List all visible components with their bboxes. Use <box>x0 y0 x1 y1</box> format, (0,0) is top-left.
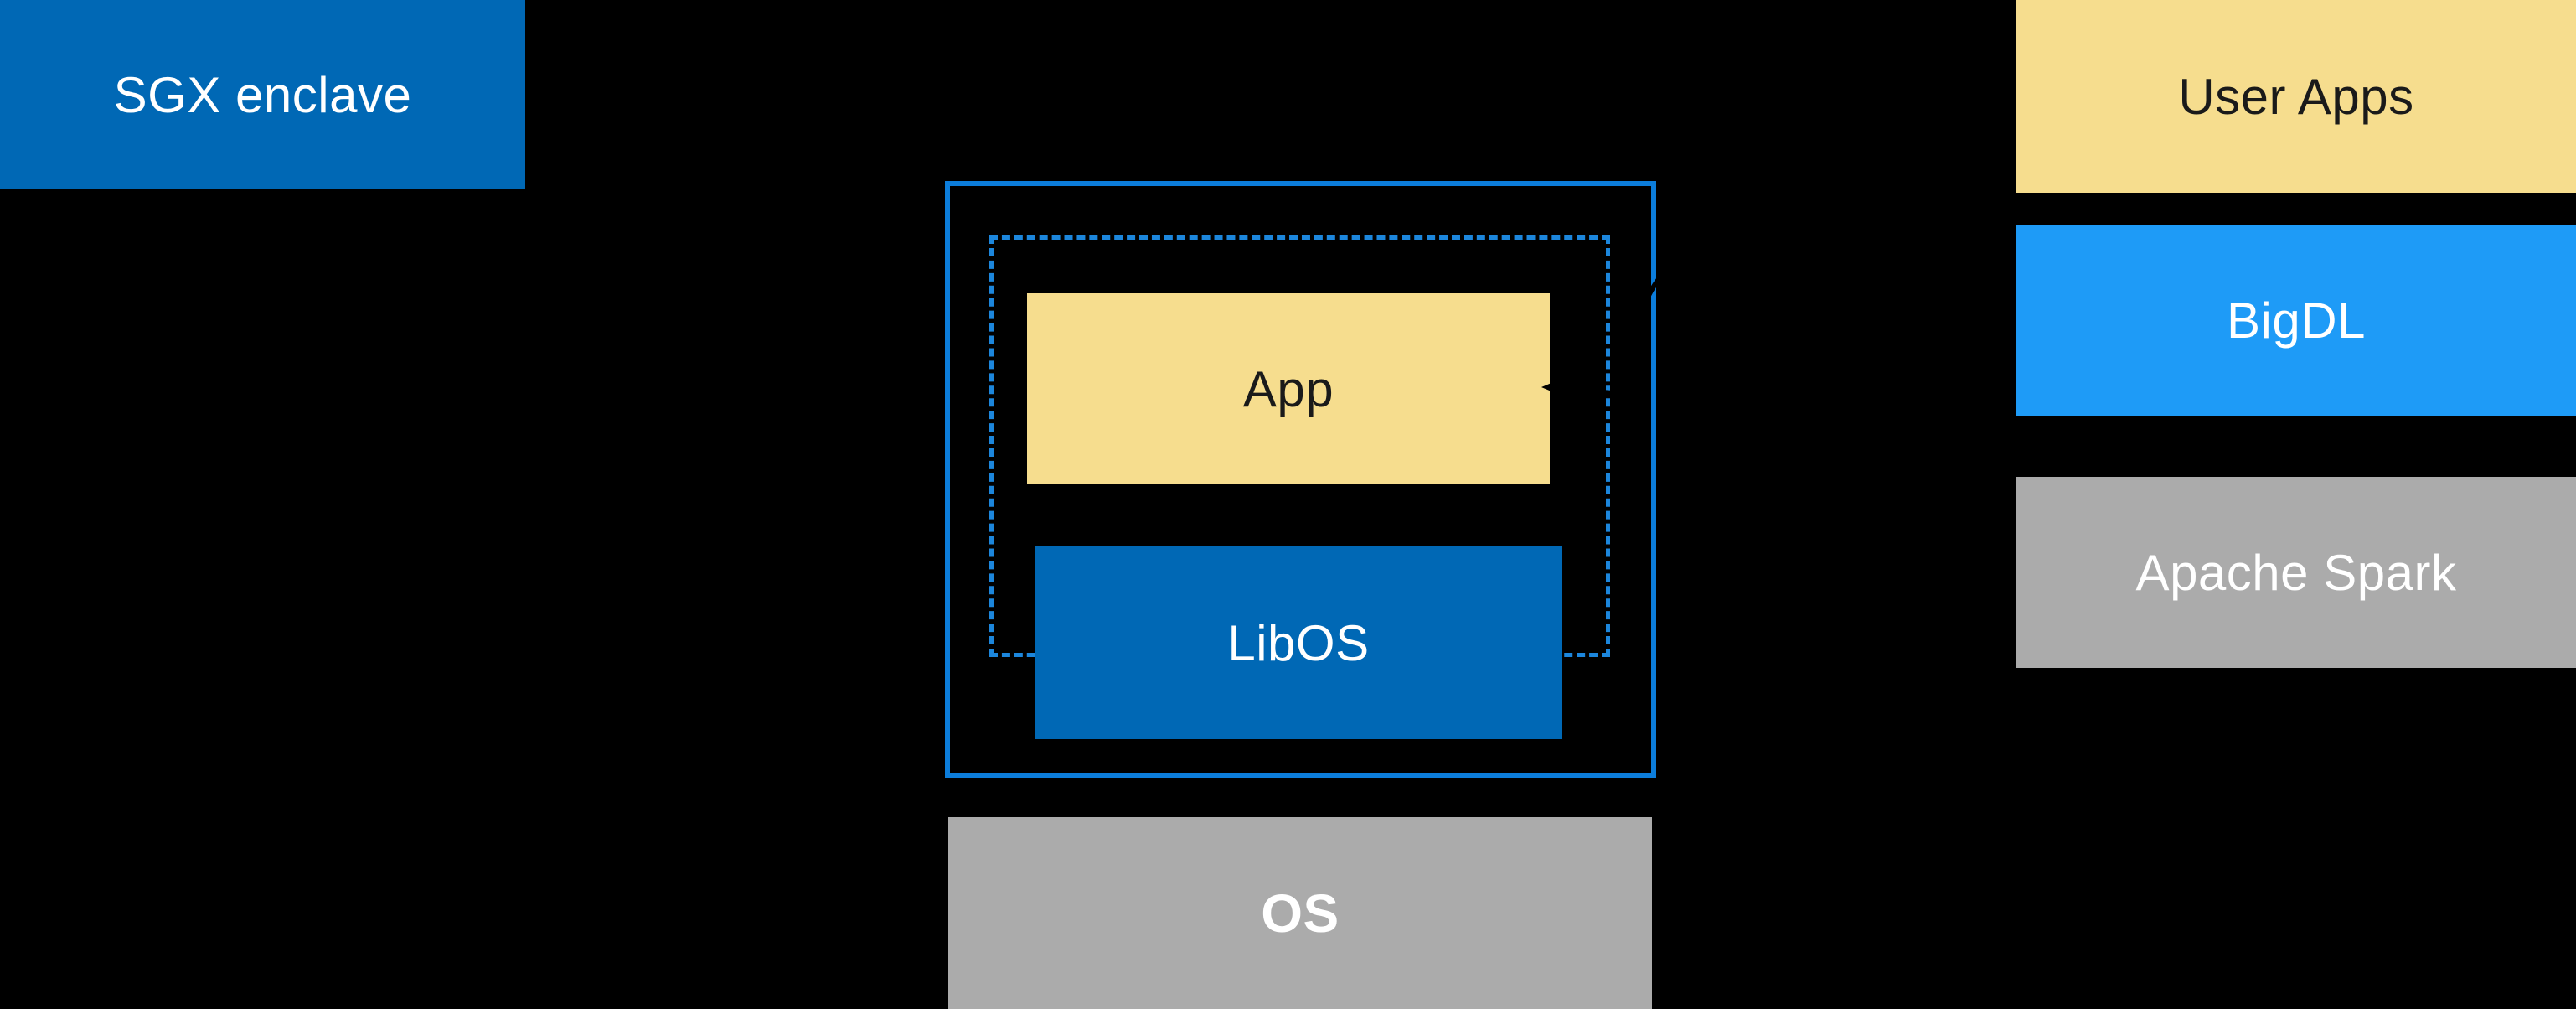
apache-spark-box: Apache Spark <box>2016 477 2576 668</box>
sgx-enclave-label: SGX enclave <box>113 66 412 123</box>
app-box: App <box>1027 293 1550 484</box>
os-label: OS <box>1261 882 1340 944</box>
user-apps-box: User Apps <box>2016 0 2576 193</box>
enclave-outer-border <box>945 181 1656 778</box>
user-apps-label: User Apps <box>2178 68 2414 125</box>
apache-spark-label: Apache Spark <box>2135 544 2457 601</box>
arrow-to-sgx-enclave <box>503 494 945 531</box>
bigdl-box: BigDL <box>2016 225 2576 416</box>
libos-box: LibOS <box>1035 546 1562 739</box>
sgx-enclave-box: SGX enclave <box>0 0 525 189</box>
app-label: App <box>1242 360 1334 417</box>
bigdl-label: BigDL <box>2227 292 2366 349</box>
libos-label: LibOS <box>1227 614 1370 671</box>
os-box: OS <box>948 817 1652 1009</box>
